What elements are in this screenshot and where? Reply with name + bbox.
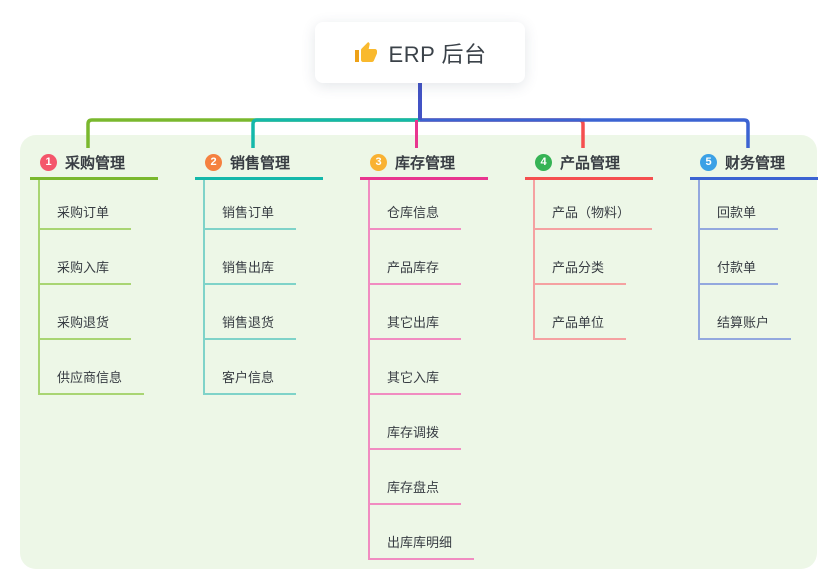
root-node[interactable]: ERP 后台: [315, 22, 525, 83]
child-node[interactable]: 采购退货: [40, 285, 132, 340]
child-node[interactable]: 客户信息: [205, 340, 297, 395]
child-node[interactable]: 付款单: [700, 230, 779, 285]
branch-header[interactable]: 4 产品管理: [525, 148, 653, 180]
child-node[interactable]: 结算账户: [700, 285, 792, 340]
diagram-panel: [20, 135, 817, 569]
root-title: ERP 后台: [388, 41, 487, 67]
branch-number-badge: 4: [535, 154, 552, 171]
branch: 2 销售管理 销售订单销售出库销售退货客户信息: [195, 148, 323, 395]
branch: 1 采购管理 采购订单采购入库采购退货供应商信息: [30, 148, 158, 395]
child-node[interactable]: 其它出库: [370, 285, 462, 340]
branch-children: 销售订单销售出库销售退货客户信息: [203, 180, 323, 395]
child-node[interactable]: 产品分类: [535, 230, 627, 285]
branch-label: 销售管理: [230, 155, 291, 172]
branch-children: 回款单付款单结算账户: [698, 180, 818, 340]
branch-label: 采购管理: [65, 155, 126, 172]
branch-children: 仓库信息产品库存其它出库其它入库库存调拨库存盘点出库库明细: [368, 180, 488, 560]
child-node[interactable]: 销售出库: [205, 230, 297, 285]
branch-children: 采购订单采购入库采购退货供应商信息: [38, 180, 158, 395]
child-node[interactable]: 仓库信息: [370, 180, 462, 230]
child-node[interactable]: 其它入库: [370, 340, 462, 395]
child-node[interactable]: 回款单: [700, 180, 779, 230]
branch-header[interactable]: 1 采购管理: [30, 148, 158, 180]
branch-number-badge: 3: [370, 154, 387, 171]
branch-number-badge: 1: [40, 154, 57, 171]
branch-number-badge: 5: [700, 154, 717, 171]
child-node[interactable]: 产品库存: [370, 230, 462, 285]
branch-header[interactable]: 3 库存管理: [360, 148, 488, 180]
branch: 4 产品管理 产品（物料）产品分类产品单位: [525, 148, 653, 340]
child-node[interactable]: 产品（物料）: [535, 180, 653, 230]
child-node[interactable]: 销售退货: [205, 285, 297, 340]
child-node[interactable]: 销售订单: [205, 180, 297, 230]
branch-header[interactable]: 2 销售管理: [195, 148, 323, 180]
branch-label: 财务管理: [725, 155, 786, 172]
branch-header[interactable]: 5 财务管理: [690, 148, 818, 180]
branch-number-badge: 2: [205, 154, 222, 171]
child-node[interactable]: 库存调拨: [370, 395, 462, 450]
branch-children: 产品（物料）产品分类产品单位: [533, 180, 653, 340]
branch-label: 产品管理: [560, 155, 621, 172]
child-node[interactable]: 出库库明细: [370, 505, 475, 560]
child-node[interactable]: 采购入库: [40, 230, 132, 285]
thumbs-up-icon: [354, 41, 377, 62]
child-node[interactable]: 采购订单: [40, 180, 132, 230]
child-node[interactable]: 库存盘点: [370, 450, 462, 505]
child-node[interactable]: 产品单位: [535, 285, 627, 340]
branch: 5 财务管理 回款单付款单结算账户: [690, 148, 818, 340]
branch: 3 库存管理 仓库信息产品库存其它出库其它入库库存调拨库存盘点出库库明细: [360, 148, 488, 560]
child-node[interactable]: 供应商信息: [40, 340, 145, 395]
branch-label: 库存管理: [395, 155, 456, 172]
